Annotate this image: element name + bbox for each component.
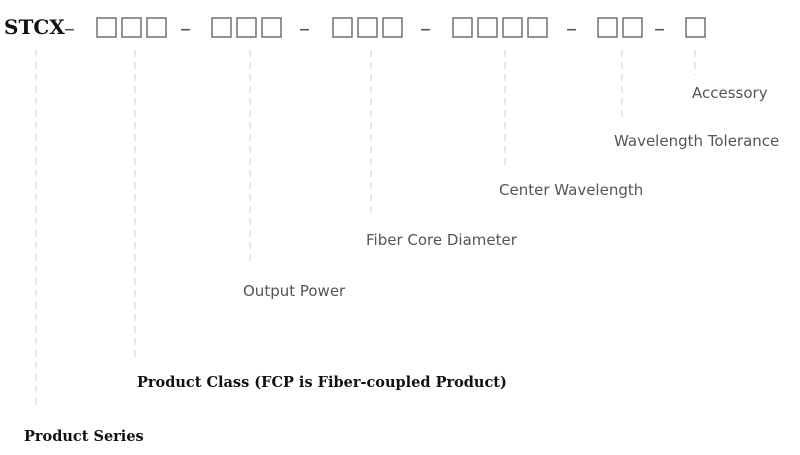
code-placeholder-box (622, 17, 643, 38)
code-placeholder-box (332, 17, 353, 38)
code-separator: – (654, 17, 665, 42)
label-product-series: Product Series (24, 428, 144, 445)
code-separator: – (180, 17, 191, 42)
code-placeholder-box (452, 17, 473, 38)
label-wavelength-tolerance: Wavelength Tolerance (614, 132, 779, 150)
label-product-class: Product Class (FCP is Fiber-coupled Prod… (137, 374, 507, 391)
code-placeholder-box (597, 17, 618, 38)
code-separator: – (566, 17, 577, 42)
code-placeholder-box (261, 17, 282, 38)
label-accessory: Accessory (692, 84, 768, 102)
leader-lines (35, 50, 696, 410)
label-center-wavelength: Center Wavelength (499, 181, 643, 199)
code-placeholder-box (502, 17, 523, 38)
label-fiber-core-diameter: Fiber Core Diameter (366, 231, 518, 249)
code-placeholder-box (121, 17, 142, 38)
field-labels: Product Series Product Class (FCP is Fib… (24, 84, 779, 445)
code-placeholder-box (146, 17, 167, 38)
code-placeholder-box (236, 17, 257, 38)
part-number-code: STCX – – – – – – (4, 15, 706, 42)
code-placeholder-box (211, 17, 232, 38)
code-separator: – (64, 17, 75, 42)
code-placeholder-box (96, 17, 117, 38)
code-separator: – (420, 17, 431, 42)
label-output-power: Output Power (243, 282, 346, 300)
code-prefix: STCX (4, 15, 65, 39)
code-placeholder-box (685, 17, 706, 38)
code-placeholder-box (357, 17, 378, 38)
code-placeholder-box (382, 17, 403, 38)
code-placeholder-box (477, 17, 498, 38)
code-placeholder-box (527, 17, 548, 38)
code-separator: – (299, 17, 310, 42)
